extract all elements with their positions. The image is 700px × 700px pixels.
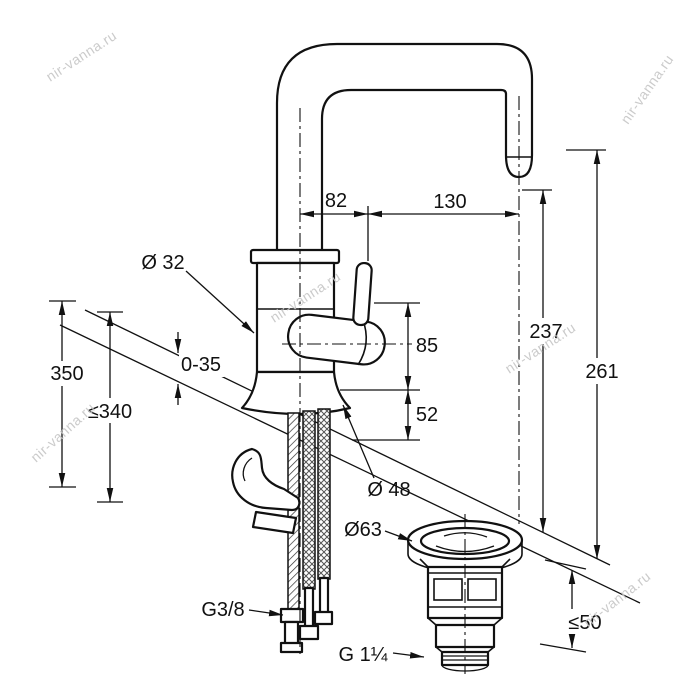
overflow-window-2 — [467, 578, 497, 601]
flex-hose-2 — [317, 408, 331, 580]
inlet-elbow-body — [283, 620, 300, 646]
hose-tube-1 — [303, 586, 315, 630]
spout-outline — [275, 42, 534, 254]
leader-g38 — [248, 609, 284, 617]
bg-50 — [561, 609, 610, 634]
counter-bottom-edge — [59, 324, 641, 604]
bg-237 — [526, 318, 565, 344]
label-height-261: 261 — [585, 361, 618, 383]
watermark-bottom-right: nir-vanna.ru — [580, 568, 653, 630]
base-skirt — [240, 370, 352, 416]
faucet-drawing — [240, 42, 534, 416]
shoulder-left — [427, 617, 437, 626]
watermark-top-left: nir-vanna.ru — [43, 27, 119, 84]
counter-top-edge — [84, 309, 611, 566]
label-deck-thickness: 0-35 — [181, 354, 221, 376]
tick-50-bottom — [539, 643, 587, 653]
neck-left — [419, 558, 429, 568]
threaded-rod — [287, 412, 300, 613]
handle-grip — [286, 313, 386, 366]
shoulder-right — [493, 617, 503, 626]
watermark-left: nir-vanna.ru — [27, 399, 98, 465]
label-drain-height: ≤50 — [568, 612, 601, 634]
label-body-diameter: Ø 32 — [141, 252, 184, 274]
dimension-labels: Ø 32 82 130 237 261 85 52 0-35 350 ≤340 … — [50, 190, 618, 666]
under-counter-parts — [231, 408, 334, 654]
label-offset-82: 82 — [325, 190, 347, 212]
countertop-lines — [59, 309, 641, 604]
label-base-diameter: Ø 48 — [367, 479, 410, 501]
bg-350 — [49, 361, 86, 386]
label-backgrounds — [49, 318, 621, 634]
spout-collar — [249, 248, 341, 265]
label-drain-thread: G 1¼ — [339, 644, 388, 666]
hose-tube-2 — [318, 576, 330, 616]
leader-d32 — [185, 270, 255, 334]
label-body-52: 52 — [416, 404, 438, 426]
label-inlet-thread: G3/8 — [201, 599, 244, 621]
flex-hose-1 — [302, 410, 316, 590]
label-hose-340: ≤340 — [88, 401, 132, 423]
bg-85 — [412, 333, 441, 357]
leader-d48 — [342, 404, 375, 479]
tick-50-top — [544, 559, 587, 570]
neck-right — [501, 558, 511, 568]
label-reach-130: 130 — [433, 191, 466, 213]
hose-nut-2 — [313, 610, 334, 626]
bg-340 — [84, 398, 136, 423]
handle-lever — [352, 261, 373, 327]
tail-left — [435, 646, 443, 653]
label-drain-diameter: Ø63 — [344, 519, 382, 541]
plug-upper-arc — [443, 532, 488, 538]
watermark-top-right: nir-vanna.ru — [617, 51, 676, 126]
hose-nut-1 — [298, 624, 320, 641]
bg-261 — [582, 358, 621, 384]
leader-d63 — [384, 530, 413, 542]
label-height-237: 237 — [529, 321, 562, 343]
overflow-window-1 — [433, 578, 463, 601]
bg-0-35 — [179, 352, 224, 377]
centerlines — [282, 96, 520, 674]
label-hose-350: 350 — [50, 363, 83, 385]
label-handle-85: 85 — [416, 335, 438, 357]
mounting-nut — [251, 510, 298, 535]
inlet-elbow-end — [279, 641, 304, 654]
bracket-inner-line — [242, 457, 253, 482]
leader-g114 — [392, 651, 425, 659]
tail-right — [487, 646, 495, 653]
mounting-bracket — [231, 447, 301, 512]
